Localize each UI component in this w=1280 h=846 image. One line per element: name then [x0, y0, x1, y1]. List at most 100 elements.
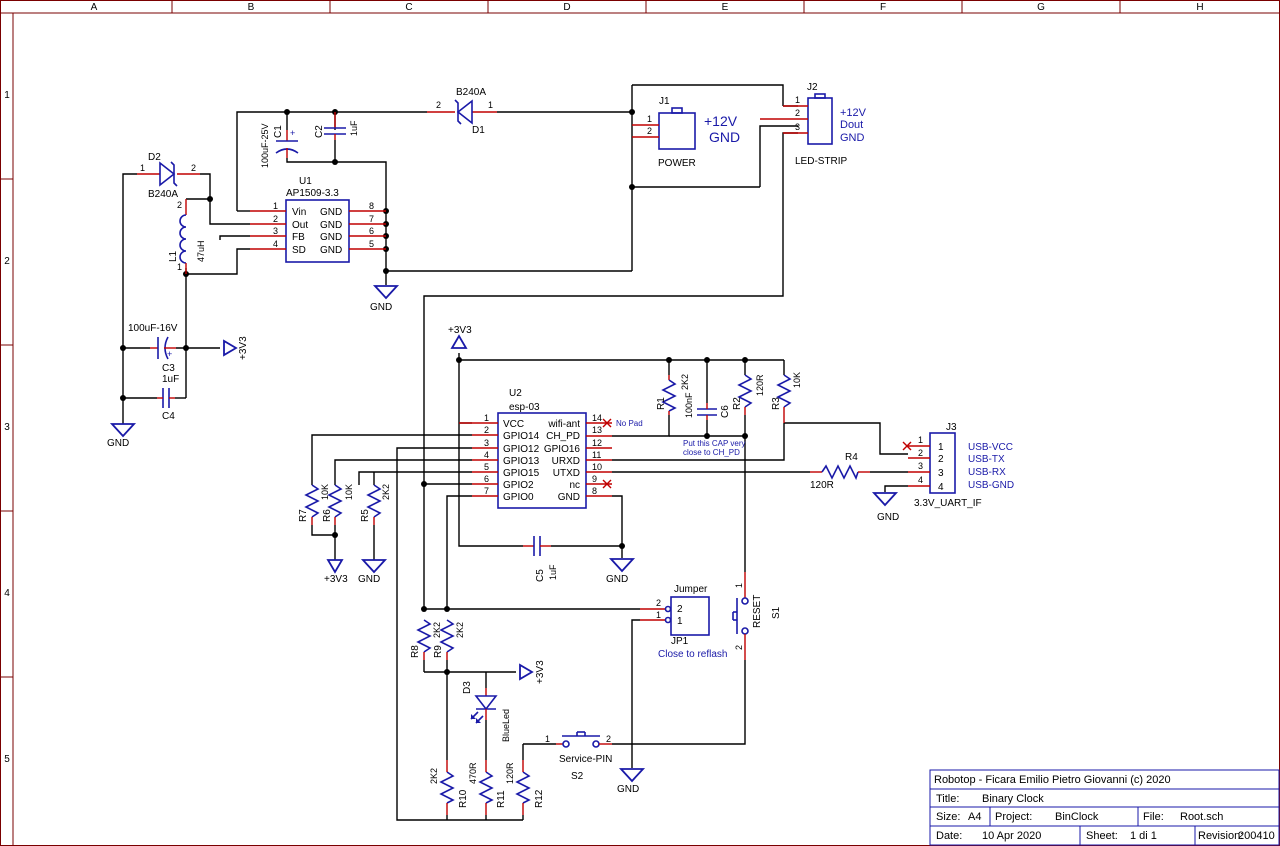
v33-symbol: +3V3: [324, 559, 348, 585]
gnd-label: GND: [877, 512, 899, 523]
u2-pin-name: GPIO14: [503, 431, 540, 442]
d1-ref: D1: [472, 125, 485, 136]
title-block-size: A4: [968, 811, 981, 823]
u2-pin-num: 2: [484, 425, 489, 435]
r2-value: 120R: [755, 374, 765, 396]
module-u2: U2 esp-03 VCC GPIO14 GPIO12 GPIO13 GPIO1…: [459, 388, 643, 509]
resistor-r2: R2 120R: [732, 374, 765, 415]
u1-pin-name: GND: [320, 245, 342, 256]
r10-ref: R10: [458, 789, 469, 808]
d2-pin: 1: [140, 163, 145, 173]
jp1-ref: JP1: [671, 636, 689, 647]
r9-ref: R9: [433, 645, 444, 658]
gnd-symbol: GND: [617, 768, 646, 795]
gnd-label: GND: [107, 438, 129, 449]
j3-label: USB-VCC: [968, 442, 1013, 453]
gnd-symbol: GND: [871, 492, 899, 523]
gnd-label: GND: [370, 302, 392, 313]
r4-value: 120R: [810, 480, 834, 491]
u2-pin-name: GND: [558, 492, 580, 503]
v33-symbol: +3V3: [223, 336, 249, 360]
gnd-symbol: GND: [107, 423, 137, 449]
r11-ref: R11: [496, 790, 507, 808]
resistor-r10: 2K2 R10: [429, 760, 469, 815]
s1-pin: 1: [734, 583, 744, 588]
u1-pin-name: GND: [320, 207, 342, 218]
j2-label: +12V: [840, 107, 867, 119]
u2-pin-num: 11: [592, 450, 601, 460]
u1-pin-name: GND: [320, 220, 342, 231]
gnd-symbol: GND: [370, 285, 400, 313]
u1-pin-num: 6: [369, 226, 374, 236]
c2-ref: C2: [314, 125, 325, 138]
r8-value: 2K2: [432, 622, 442, 638]
u2-pin-num: 1: [484, 413, 489, 423]
c6-value: 100nF: [684, 392, 694, 418]
j1-pin: 2: [647, 126, 652, 136]
l1-pin: 2: [177, 200, 182, 210]
u2-ref: U2: [509, 388, 522, 399]
title-block-sheet: 1 di 1: [1130, 830, 1157, 842]
jp1-value: Jumper: [674, 584, 708, 595]
u1-pin-num: 5: [369, 239, 374, 249]
u2-pin-name: GPIO15: [503, 468, 540, 479]
r1-value: 2K2: [680, 374, 690, 390]
u1-ref: U1: [299, 176, 312, 187]
frame-col-label: E: [722, 2, 729, 13]
j3-pin: 4: [938, 482, 944, 493]
u2-pin-name: GPIO0: [503, 492, 534, 503]
title-block-date: 10 Apr 2020: [982, 830, 1041, 842]
resistor-r5: R5 2K2: [360, 484, 391, 525]
j2-label: GND: [840, 132, 865, 144]
r5-ref: R5: [360, 509, 371, 522]
u2-pin-num: 5: [484, 462, 489, 472]
j1-value: POWER: [658, 158, 696, 169]
j1-ref: J1: [659, 96, 670, 107]
jumper-jp1: 2 1 2 1 Jumper JP1 Close to reflash: [640, 584, 727, 660]
s1-value: RESET: [752, 595, 763, 628]
d1-value: B240A: [456, 87, 486, 98]
c3-value: 100uF-16V: [128, 323, 178, 334]
jp1-pin-label: 1: [677, 616, 683, 627]
j2-label: Dout: [840, 119, 863, 131]
capacitor-c2: C2 1uF: [314, 112, 359, 140]
title-block: Robotop - Ficara Emilio Pietro Giovanni …: [929, 769, 1280, 846]
v33-label: +3V3: [448, 325, 472, 336]
c3-ref: C3: [162, 363, 175, 374]
resistor-r7: R7 10K: [298, 484, 330, 525]
j2-pin: 2: [795, 108, 800, 118]
u1-pin-num: 3: [273, 226, 278, 236]
r6-ref: R6: [322, 509, 333, 522]
u1-pin-name: FB: [292, 232, 305, 243]
u2-pin-name: GPIO2: [503, 480, 534, 491]
u2-pin-num: 7: [484, 486, 489, 496]
r11-value: 470R: [468, 762, 478, 784]
r12-ref: R12: [534, 789, 545, 808]
c4-value: 1uF: [162, 374, 179, 385]
r2-ref: R2: [732, 397, 743, 410]
u1-pin-name: SD: [292, 245, 306, 256]
l1-ref: L1: [168, 250, 179, 262]
j2-pin: 1: [795, 95, 800, 105]
cap-note: close to CH_PD: [683, 448, 740, 457]
switch-s1: 1 2 RESET S1: [732, 572, 782, 660]
gnd-symbol: GND: [358, 559, 388, 585]
switch-s2: 1 2 Service-PIN S2: [545, 731, 612, 782]
s1-ref: S1: [771, 606, 782, 619]
j2-ref: J2: [807, 82, 818, 93]
s2-ref: S2: [571, 771, 584, 782]
c2-value: 1uF: [349, 120, 359, 136]
resistor-r8: R8 2K2: [410, 619, 442, 660]
u2-pin-name: VCC: [503, 419, 524, 430]
d2-ref: D2: [148, 152, 161, 163]
led-d3: D3 BlueLed: [462, 681, 511, 742]
diode-d1: B240A D1 2 1: [427, 87, 497, 136]
s1-pin: 2: [734, 645, 744, 650]
frame-col-label: D: [563, 2, 570, 13]
jp1-pin: 1: [656, 610, 661, 620]
j1-pin: 1: [647, 114, 652, 124]
u1-pin-num: 8: [369, 201, 374, 211]
j3-label: USB-TX: [968, 454, 1005, 465]
v33-label: +3V3: [324, 574, 348, 585]
